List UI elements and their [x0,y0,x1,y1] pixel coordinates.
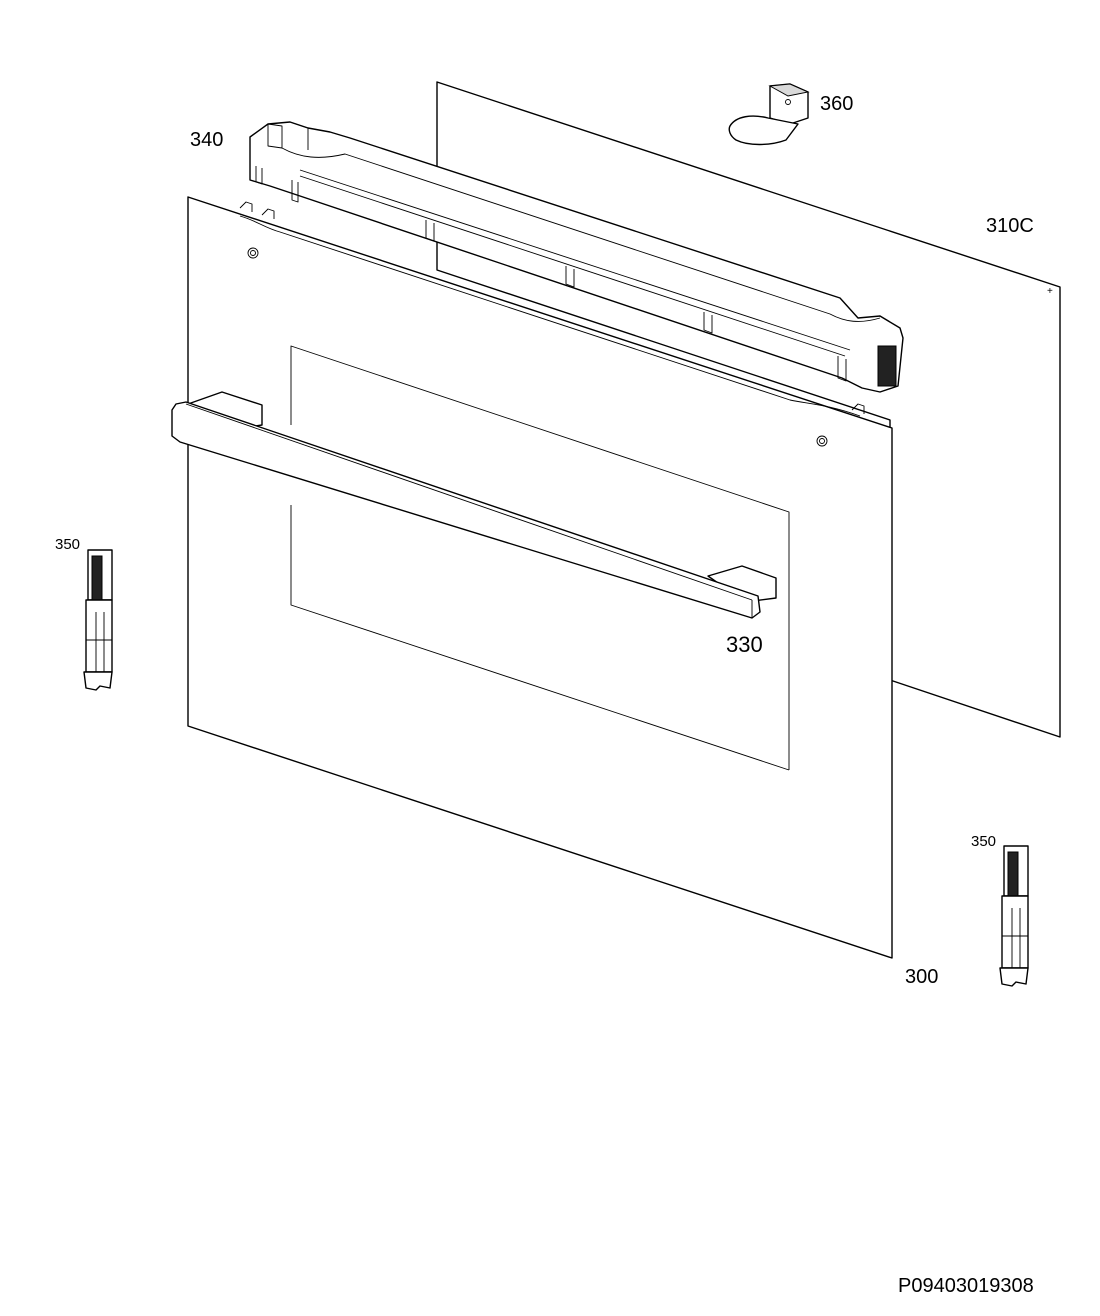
hinge-350-right [999,845,1029,987]
outer-door-glass-300 [187,196,893,959]
label-330: 330 [726,632,763,657]
label-350-left: 350 [55,536,80,553]
label-360: 360 [820,93,853,115]
door-handle-330 [171,391,777,619]
top-trim-profile-340 [249,121,904,393]
label-300: 300 [905,966,938,988]
label-310c: 310C [986,215,1034,237]
hinge-350-left [83,549,113,691]
drawing-number: P09403019308 [898,1275,1034,1297]
svg-text:+: + [1047,286,1053,297]
label-340: 340 [190,129,223,151]
label-350-right: 350 [971,833,996,850]
latch-part-360 [728,83,810,146]
